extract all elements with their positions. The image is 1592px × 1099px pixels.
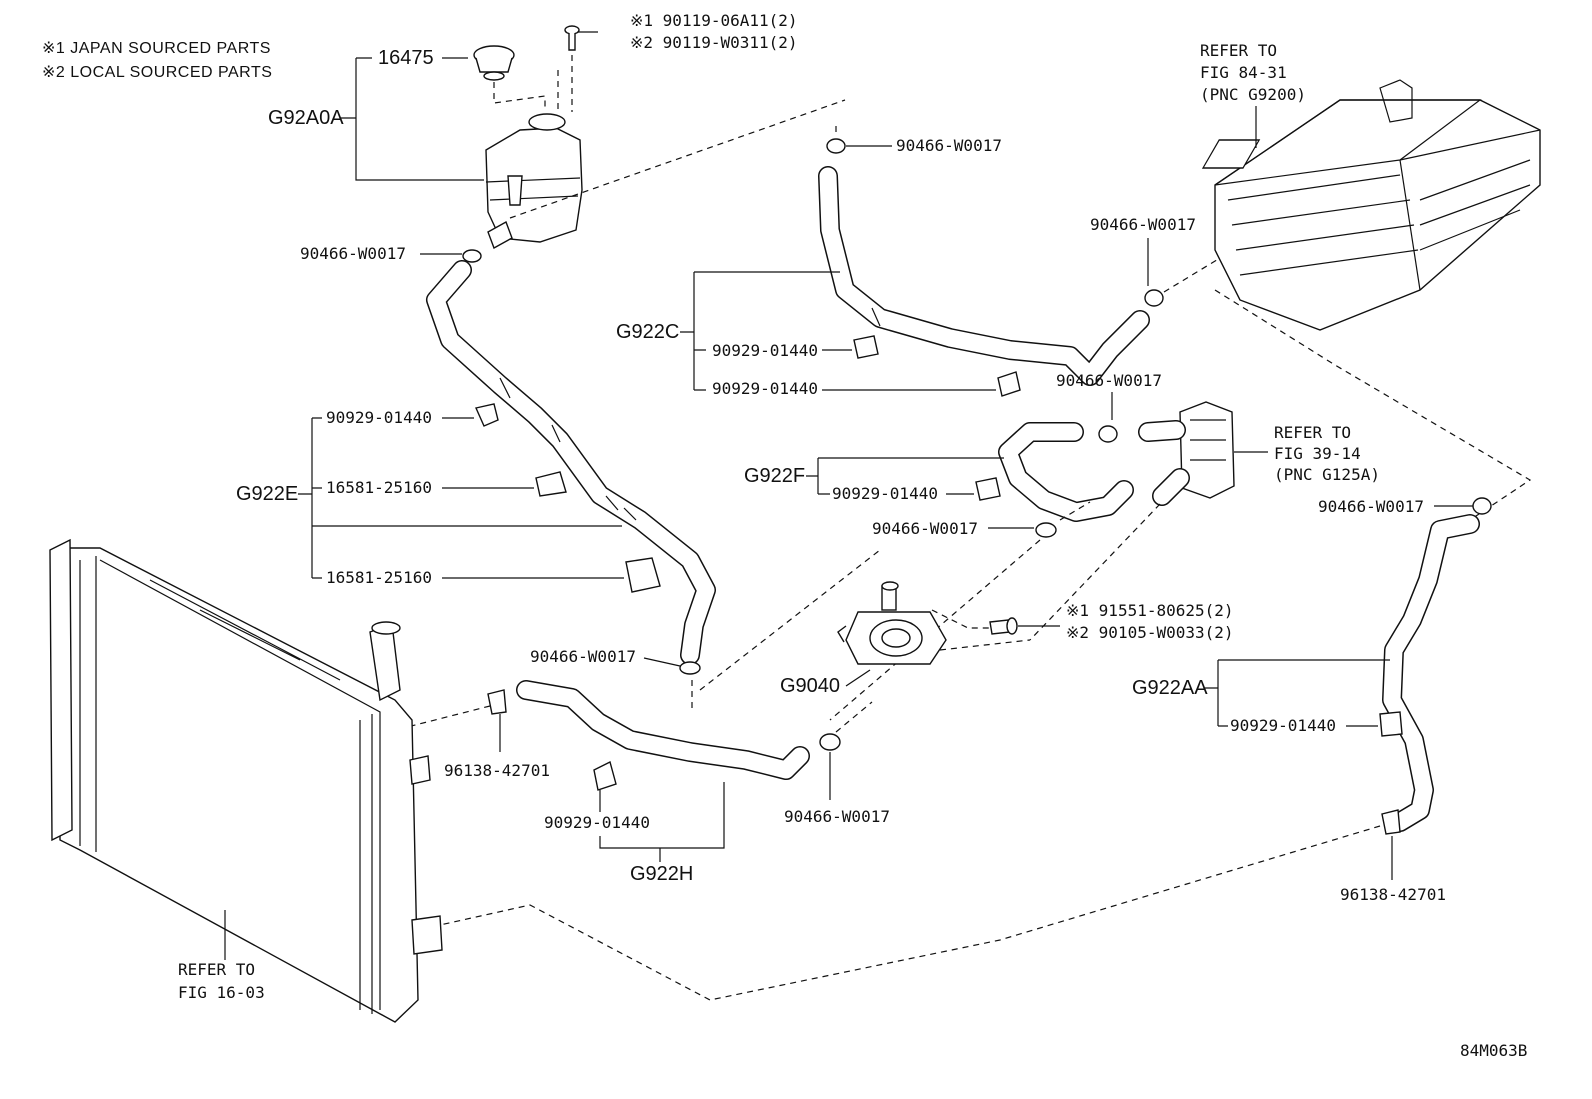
hose-bracket[interactable] <box>535 471 567 497</box>
diagram-code: 84M063B <box>1460 1041 1527 1060</box>
pump-bolt-part-number-local: ※2 90105-W0033(2) <box>1066 623 1234 642</box>
group-g922aa-label: G922AA <box>1132 677 1208 699</box>
group-g9040-label: G9040 <box>780 675 840 697</box>
hose-clamp[interactable] <box>462 249 482 263</box>
hose-clamp[interactable] <box>819 733 841 751</box>
hose-clamp[interactable] <box>826 138 846 154</box>
clip-part-number-e: 90929-01440 <box>326 408 432 427</box>
clip-part-number-aa: 90929-01440 <box>1230 716 1336 735</box>
inverter-assembly[interactable] <box>1201 79 1541 331</box>
clamp-part-number-center: 90466-W0017 <box>1056 371 1162 390</box>
group-g922f-label: G922F <box>744 465 805 487</box>
group-g922c-label: G922C <box>616 321 679 343</box>
clamp-part-number-right-upper: 90466-W0017 <box>1090 215 1196 234</box>
clip-part-number-c1: 90929-01440 <box>712 341 818 360</box>
hose-clip[interactable] <box>853 335 879 359</box>
clip-part-number-h: 90929-01440 <box>544 813 650 832</box>
radiator-assembly[interactable] <box>49 538 443 1023</box>
bolt-part-number-local: ※2 90119-W0311(2) <box>630 33 798 52</box>
clamp-part-number-top: 90466-W0017 <box>896 136 1002 155</box>
group-g92a0a-label: G92A0A <box>268 107 344 129</box>
cap-part-number: 16475 <box>378 47 434 69</box>
bracket-part-number-2: 16581-25160 <box>326 568 432 587</box>
bolt-part-number-japan: ※1 90119-06A11(2) <box>630 11 798 30</box>
hose-clamp[interactable] <box>1472 497 1492 515</box>
hose-clip-96138[interactable] <box>1381 809 1401 835</box>
clamp-part-number-far-right: 90466-W0017 <box>1318 497 1424 516</box>
pump-bolt-part-number-japan: ※1 91551-80625(2) <box>1066 601 1234 620</box>
hose-clamp[interactable] <box>1098 425 1118 443</box>
hose-clamp[interactable] <box>1144 289 1164 307</box>
hose-clip[interactable] <box>593 760 617 791</box>
bracket-part-number-1: 16581-25160 <box>326 478 432 497</box>
group-g922e-label: G922E <box>236 483 298 505</box>
pump-bolt[interactable] <box>989 617 1018 635</box>
hose-clamp[interactable] <box>679 661 701 675</box>
hose-clip[interactable] <box>475 403 499 427</box>
radiator-ref-line2: FIG 16-03 <box>178 983 265 1002</box>
hose-clip[interactable] <box>975 477 1001 501</box>
clip-96138-part-number-left: 96138-42701 <box>444 761 550 780</box>
clip-part-number-c2: 90929-01440 <box>712 379 818 398</box>
clamp-part-number-h-right: 90466-W0017 <box>784 807 890 826</box>
reservoir-tank[interactable] <box>485 113 583 250</box>
reservoir-cap[interactable] <box>473 45 515 81</box>
inverter-ref-line3: (PNC G9200) <box>1200 85 1306 104</box>
note-japan-sourced: ※1 JAPAN SOURCED PARTS <box>42 40 271 57</box>
cooler-ref-line2: FIG 39-14 <box>1274 444 1361 463</box>
radiator-ref-line1: REFER TO <box>178 960 255 979</box>
hose-clamp[interactable] <box>1035 522 1057 538</box>
clip-96138-part-number-right: 96138-42701 <box>1340 885 1446 904</box>
hose-clip[interactable] <box>1379 711 1403 737</box>
note-local-sourced: ※2 LOCAL SOURCED PARTS <box>42 64 272 81</box>
clip-part-number-f: 90929-01440 <box>832 484 938 503</box>
inverter-ref-line2: FIG 84-31 <box>1200 63 1287 82</box>
cooler-ref-line3: (PNC G125A) <box>1274 465 1380 484</box>
group-g922h-label: G922H <box>630 863 693 885</box>
hose-bracket[interactable] <box>625 557 661 593</box>
clamp-part-number-reservoir: 90466-W0017 <box>300 244 406 263</box>
hose-clip[interactable] <box>997 371 1021 397</box>
electric-water-pump[interactable] <box>837 581 947 665</box>
reservoir-bolt[interactable] <box>564 25 580 51</box>
hose-clip-96138[interactable] <box>487 689 507 715</box>
inverter-ref-line1: REFER TO <box>1200 41 1277 60</box>
clamp-part-number-e-bottom: 90466-W0017 <box>530 647 636 666</box>
clamp-part-number-f-lower: 90466-W0017 <box>872 519 978 538</box>
cooler-ref-line1: REFER TO <box>1274 423 1351 442</box>
coolant-cooler-unit[interactable] <box>1138 401 1235 506</box>
